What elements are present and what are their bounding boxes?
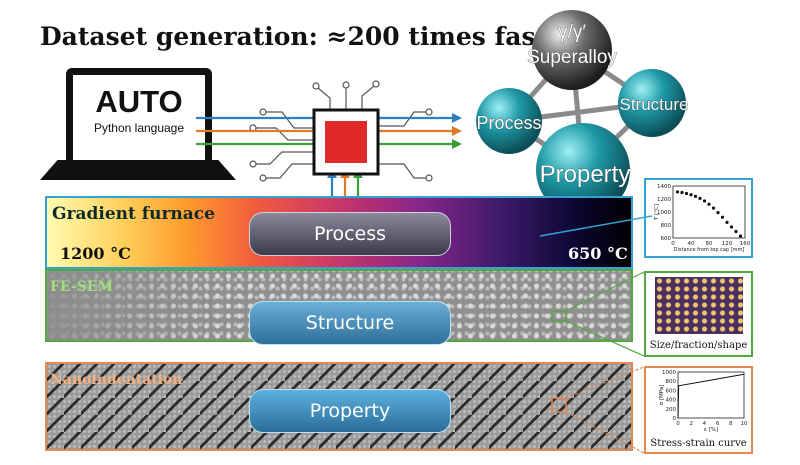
y-tick-label: 1200	[657, 197, 671, 203]
x-axis-label: Distance from top cap [mm]	[674, 247, 745, 253]
microstructure-image	[655, 277, 743, 334]
superalloy-label: Superalloy	[527, 47, 617, 68]
x-tick-label: 80	[706, 241, 713, 247]
x-tick-label: 2	[689, 421, 693, 427]
data-point	[720, 215, 725, 219]
stress-inset	[644, 366, 753, 454]
sem-connector-bottom	[565, 320, 645, 357]
structure-node	[618, 69, 686, 137]
data-point	[675, 190, 680, 194]
nano-connector-top	[565, 366, 645, 399]
structure-pill: Structure	[249, 301, 451, 345]
x-tick-label: 160	[740, 241, 751, 247]
x-tick-label: 10	[741, 421, 748, 427]
y-tick-label: 1000	[657, 210, 671, 216]
x-tick-label: 0	[671, 241, 675, 247]
sem-connector-top	[565, 271, 645, 312]
y-tick-label: 1400	[657, 184, 671, 190]
series-line	[677, 373, 745, 419]
data-point	[738, 234, 743, 238]
x-tick-label: 120	[722, 241, 733, 247]
y-tick-label: 800	[666, 379, 677, 385]
nano-connector-bottom	[565, 411, 645, 454]
structure-caption: Size/fraction/shape	[649, 340, 748, 351]
x-tick-label: 8	[729, 421, 733, 427]
stress-caption: Stress-strain curve	[650, 438, 747, 449]
laptop-heading: AUTO	[95, 84, 183, 119]
data-point	[711, 206, 716, 210]
data-point	[725, 220, 729, 224]
x-tick-label: 0	[676, 421, 680, 427]
x-axis-label: ε [%]	[704, 427, 718, 433]
stress-strain-chart: 1000 800 600 400 200 00 2 4 6 8 10 σ [MPa] ε [%]	[659, 370, 748, 433]
y-axis-label: σ [MPa]	[659, 385, 665, 406]
fe-sem-label: FE-SEM	[50, 279, 113, 295]
y-tick-label: 600	[666, 388, 677, 394]
laptop-screen	[66, 68, 212, 168]
y-tick-label: 200	[666, 407, 677, 413]
furnace-connector	[539, 215, 653, 237]
laptop-subtitle: Python language	[93, 121, 185, 135]
property-node	[536, 123, 630, 217]
data-point	[684, 191, 689, 196]
x-tick-label: 40	[688, 241, 695, 247]
data-point	[716, 211, 720, 215]
data-point	[702, 199, 707, 203]
property-pill: Property	[249, 389, 451, 433]
property-label: Property	[540, 161, 631, 188]
y-tick-label: 1000	[662, 370, 676, 376]
data-point	[698, 196, 702, 200]
data-point	[693, 194, 698, 198]
plot-frame	[672, 185, 746, 239]
sem-zoom-box	[551, 310, 567, 322]
data-point	[680, 190, 684, 195]
y-axis-label: T [°C]	[654, 204, 660, 221]
data-point	[734, 229, 738, 234]
gradient-furnace-label: Gradient furnace	[52, 204, 215, 224]
y-tick-label: 400	[666, 398, 677, 404]
nanoindentation-label: Nanoindentation	[50, 372, 183, 388]
cold-temperature: 650 °C	[568, 244, 628, 263]
process-label: Process	[476, 113, 541, 133]
superalloy-tag: γ/γ′	[558, 22, 586, 43]
process-node	[476, 88, 542, 154]
structure-label: Structure	[620, 95, 689, 114]
hot-temperature: 1200 °C	[60, 244, 131, 263]
x-tick-label: 4	[703, 421, 707, 427]
y-tick-label: 800	[661, 223, 672, 229]
data-point	[729, 225, 734, 229]
plot-frame	[677, 371, 745, 419]
page-title: Dataset generation: ≈200 times faster	[40, 22, 577, 51]
y-tick-label: 0	[673, 416, 677, 422]
y-tick-label: 600	[661, 236, 672, 242]
laptop-base	[40, 160, 236, 180]
fe-sem-fade	[47, 271, 217, 340]
process-pill: Process	[249, 212, 451, 256]
nano-zoom-box	[551, 397, 567, 413]
data-point	[707, 202, 711, 206]
x-tick-label: 6	[716, 421, 720, 427]
superalloy-node	[532, 10, 612, 90]
chip-core	[325, 121, 367, 163]
data-point	[689, 193, 693, 197]
